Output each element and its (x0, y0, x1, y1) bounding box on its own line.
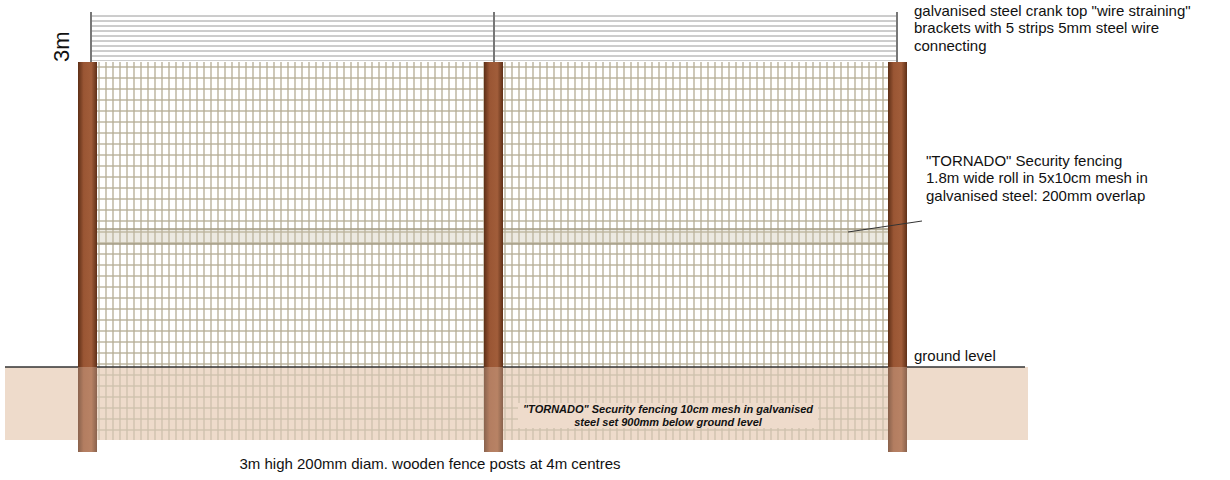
ground-level-label: ground level (914, 347, 1034, 364)
wooden-post (78, 62, 97, 452)
post-buried-tint (888, 367, 907, 452)
post-note: 3m high 200mm diam. wooden fence posts a… (170, 455, 690, 472)
post-buried-tint (484, 367, 503, 452)
wooden-post (484, 62, 503, 452)
crank-bracket (90, 12, 92, 62)
leader-line (848, 221, 922, 232)
steel-wire-strips (91, 13, 897, 61)
crank-bracket (896, 12, 898, 62)
post-buried-tint (78, 367, 97, 452)
height-dimension: 3m (49, 22, 74, 72)
bracket-note: galvanised steel crank top "wire straini… (914, 2, 1222, 54)
ground-line (5, 366, 1025, 368)
wooden-post (888, 62, 907, 452)
buried-mesh-note: "TORNADO" Security fencing 10cm mesh in … (518, 403, 818, 428)
crank-bracket (493, 12, 495, 62)
mesh-note: "TORNADO" Security fencing 1.8m wide rol… (926, 152, 1148, 204)
soil-band (5, 367, 1028, 440)
